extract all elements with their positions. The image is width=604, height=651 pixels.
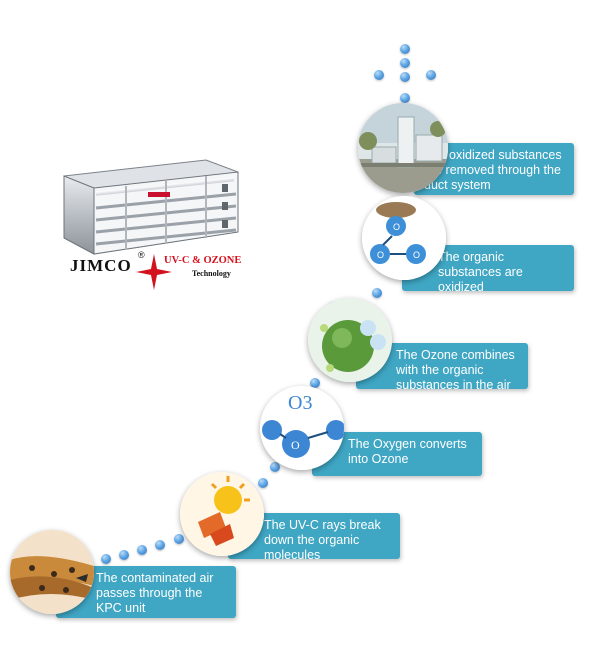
step-5-text: The organic substances are oxidized — [438, 250, 523, 294]
step-1-circle — [10, 530, 94, 614]
plant-image — [358, 103, 448, 193]
svg-text:O: O — [413, 250, 420, 260]
path-dot — [400, 72, 410, 82]
step-4-circle — [308, 298, 392, 382]
ozone-combine-image — [308, 298, 392, 382]
step-3-box: The Oxygen converts into Ozone — [312, 432, 482, 476]
o3-label: O3 — [288, 392, 313, 414]
path-dot — [258, 478, 268, 488]
logo: JIMCO ® UV-C & OZONE Technology — [66, 250, 246, 300]
path-dot — [372, 288, 382, 298]
o-label: O — [291, 438, 300, 452]
uv-rays-image — [180, 472, 264, 556]
logo-star-icon — [136, 254, 172, 290]
step-6-circle — [358, 103, 448, 193]
path-dot — [400, 93, 410, 103]
path-dot — [270, 462, 280, 472]
path-dot — [310, 378, 320, 388]
path-dot — [400, 44, 410, 54]
path-dot — [119, 550, 129, 560]
svg-text:O: O — [377, 250, 384, 260]
path-dot — [101, 554, 111, 564]
step-2-circle — [180, 472, 264, 556]
contaminated-air-image — [10, 530, 94, 614]
product-image — [56, 158, 246, 258]
oxygen-to-ozone-image — [260, 386, 344, 470]
step-2-text: The UV-C rays break down the organic mol… — [264, 518, 381, 562]
path-dot — [426, 70, 436, 80]
logo-line1: UV-C & OZONE — [164, 255, 242, 266]
path-dot — [137, 545, 147, 555]
svg-text:O: O — [393, 222, 400, 232]
step-5-circle: O O O — [362, 196, 446, 280]
path-dot — [174, 534, 184, 544]
logo-brand: JIMCO — [70, 256, 132, 275]
path-dot — [374, 70, 384, 80]
path-dot — [155, 540, 165, 550]
step-3-circle: O3 O — [260, 386, 344, 470]
oxidation-image: O O O — [362, 196, 446, 280]
step-4-box: The Ozone combines with the organic subs… — [356, 343, 528, 392]
path-dot — [400, 58, 410, 68]
logo-line2: Technology — [192, 269, 231, 278]
step-1-text: The contaminated air passes through the … — [96, 571, 214, 615]
step-3-text: The Oxygen converts into Ozone — [348, 437, 467, 466]
step-4-text: The Ozone combines with the organic subs… — [396, 348, 515, 392]
step-6-text: The oxidized substances are removed thro… — [424, 148, 562, 192]
logo-registered: ® — [138, 250, 145, 260]
